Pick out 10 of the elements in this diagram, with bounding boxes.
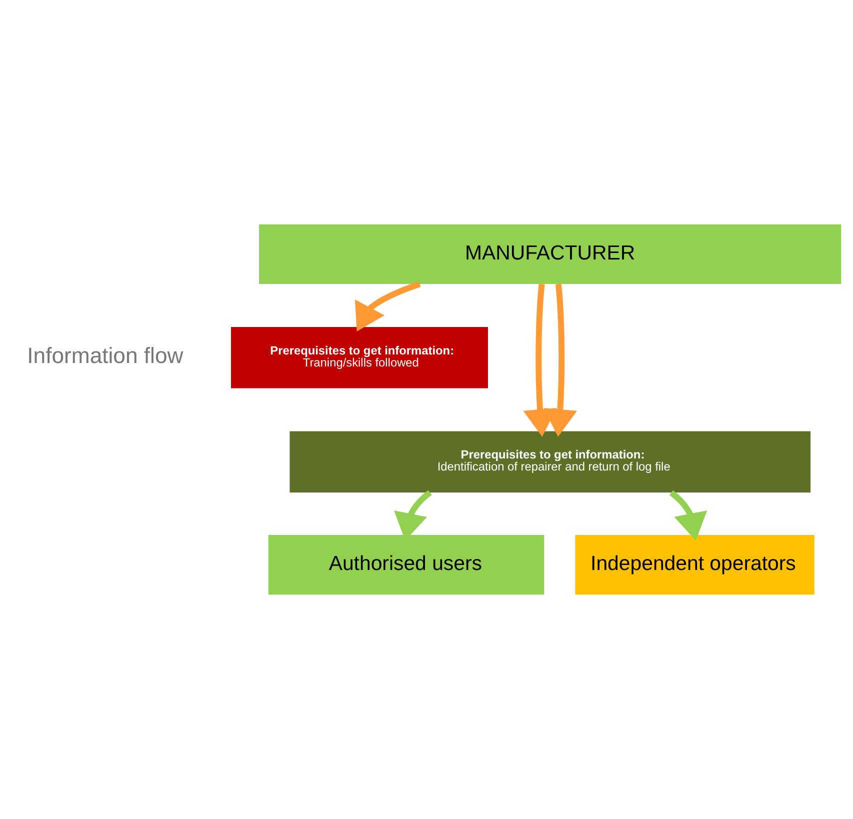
label: Information flow [27,342,184,368]
arrow [669,490,708,541]
node-box: Prerequisites to get information: Identification of repairer and return of log file [290,431,811,492]
node-box: Independent operators [575,535,814,595]
node-box: Authorised users [268,535,544,595]
node-box: Prerequisites to get information: Traning/skills followed [230,326,488,388]
node-box: MANUFACTURER [259,224,842,284]
arrow [544,284,577,437]
arrow [523,284,557,437]
arrow [354,281,421,332]
